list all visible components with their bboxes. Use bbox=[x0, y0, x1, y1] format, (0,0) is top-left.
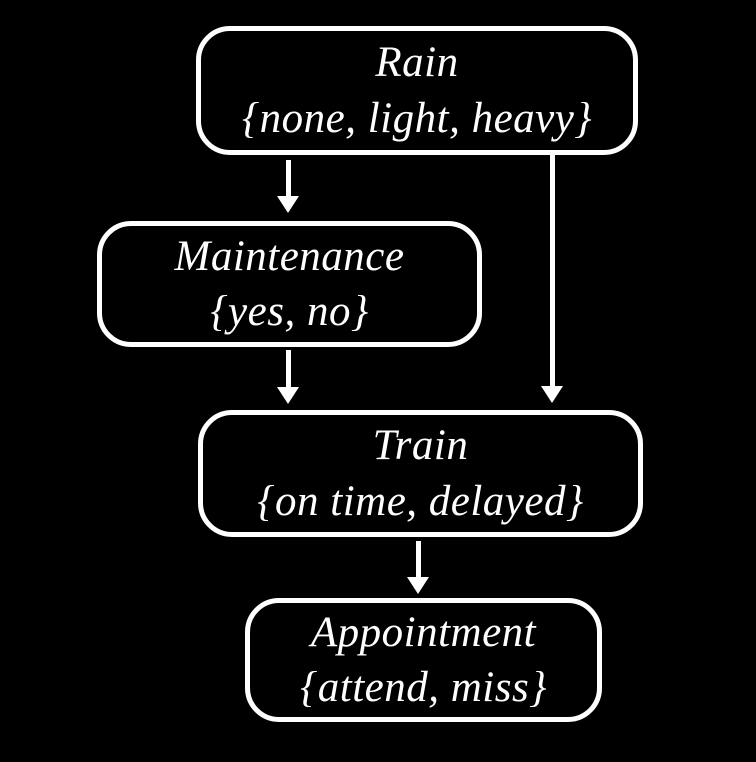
edge-maintenance-to-train bbox=[277, 350, 299, 404]
node-appointment-label: Appointment bbox=[310, 608, 537, 656]
node-maintenance-label: Maintenance bbox=[174, 232, 405, 280]
arrow-shaft bbox=[285, 350, 291, 387]
node-appointment-values: {attend, miss} bbox=[300, 664, 547, 711]
arrow-shaft bbox=[549, 155, 555, 386]
arrowhead-down-icon bbox=[277, 387, 299, 404]
arrow-shaft bbox=[285, 160, 291, 196]
node-maintenance-values: {yes, no} bbox=[210, 288, 369, 335]
node-rain-label: Rain bbox=[375, 39, 459, 87]
node-train: Train {on time, delayed} bbox=[198, 410, 643, 537]
arrowhead-down-icon bbox=[541, 386, 563, 403]
node-appointment: Appointment {attend, miss} bbox=[245, 598, 602, 722]
node-train-values: {on time, delayed} bbox=[257, 477, 584, 525]
node-train-label: Train bbox=[372, 422, 469, 470]
edge-rain-to-maintenance bbox=[277, 160, 299, 213]
node-rain: Rain {none, light, heavy} bbox=[196, 26, 638, 155]
edge-train-to-appointment bbox=[407, 541, 429, 594]
edge-rain-to-train bbox=[541, 155, 563, 403]
node-maintenance: Maintenance {yes, no} bbox=[97, 221, 482, 347]
arrow-shaft bbox=[415, 541, 421, 577]
arrowhead-down-icon bbox=[407, 577, 429, 594]
node-rain-values: {none, light, heavy} bbox=[241, 94, 593, 142]
arrowhead-down-icon bbox=[277, 196, 299, 213]
